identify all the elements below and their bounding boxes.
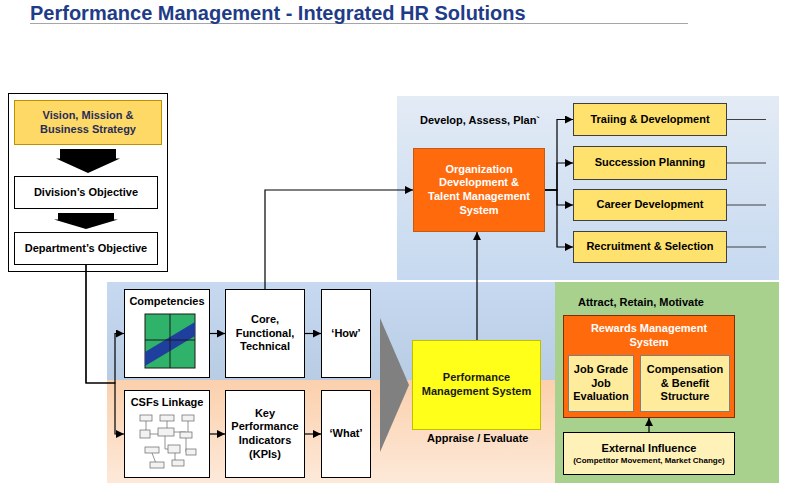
block-arrow [56,149,120,173]
node-text: Performance Management System [417,371,536,399]
attract-panel-ground [555,282,779,483]
develop-panel-ground [397,96,779,280]
objective-box: Department’s Objective [14,232,158,265]
merge-chevron [380,318,409,452]
connector-arrow [210,333,225,334]
strategy-box: Vision, Mission & Business Strategy [14,100,162,145]
input-box: CSFs Linkage [124,390,210,478]
node-text: ‘How’ [331,327,360,341]
stage-label: Appraise / Evaluate [427,432,529,444]
block-arrow [54,213,118,229]
strategy-frame [9,94,168,272]
connector-arrow [305,433,321,434]
connector-arrow [86,265,124,434]
node-subtext: (Competitor Movement, Market Change) [573,456,725,466]
connector-arrow [648,418,649,432]
connector-arrow [210,433,225,434]
node-text: Compensation & Benefit Structure [645,363,725,404]
box-ground [124,289,210,378]
box-ground [124,390,210,478]
output-box: ‘What’ [321,390,371,478]
connector-arrow [476,232,477,340]
outflow-lines [727,120,766,248]
influence-box: External Influence(Competitor Movement, … [563,432,735,475]
process-box: Traiing & Development [573,103,727,136]
node-text: External Influence [602,442,697,456]
node-text: Key Performance Indicators (KPIs) [229,407,301,462]
page-title: Performance Management - Integrated HR S… [30,2,526,25]
node-text: Recruitment & Selection [586,240,713,254]
node-text: CSFs Linkage [131,396,204,410]
process-box: Succession Planning [573,146,727,180]
connector-arrow [86,265,124,383]
node-text: Succession Planning [595,156,706,170]
node-text: Rewards Management System [590,322,708,350]
connector-arrow [265,190,413,289]
node-text: Career Development [597,198,704,212]
node-text: Develop, Assess, Plan` [420,114,540,128]
node-text: Core, Functional, Technical [229,313,301,354]
system-box: Organization Development & Talent Manage… [413,148,545,232]
connector-arrow [545,190,573,247]
connector-arrow [305,333,321,334]
component-box: Compensation & Benefit Structure [640,355,730,412]
attract-panel: Attract, Retain, MotivateRewards Managem… [555,282,779,483]
system-box: Rewards Management SystemJob Grade Job E… [563,315,735,418]
node-text: ‘What’ [330,427,363,441]
process-box: Core, Functional, Technical [225,289,305,378]
node-text: Division’s Objective [34,186,138,200]
objective-box: Division’s Objective [14,176,158,209]
system-box: Performance Management System [412,340,541,430]
connector-arrow [545,163,573,190]
process-box: Recruitment & Selection [573,231,727,263]
output-box: ‘How’ [321,289,371,378]
competency-icon [145,314,195,368]
node-text: Traiing & Development [590,113,709,127]
node-text: Organization Development & Talent Manage… [422,163,536,218]
develop-panel: Develop, Assess, Plan` Organization Devel… [397,96,779,280]
node-text: Job Grade Job Evaluation [573,363,629,404]
node-text: Competencies [129,295,204,309]
process-box: Key Performance Indicators (KPIs) [225,390,305,478]
input-box: Competencies [124,289,210,378]
csf-network-icon [140,415,196,468]
connector-arrow [545,190,573,205]
connector-arrow [545,120,573,191]
node-text: Attract, Retain, Motivate [578,296,704,310]
node-text: Department’s Objective [25,242,147,256]
component-box: Job Grade Job Evaluation [568,355,634,412]
process-box: Career Development [573,189,727,221]
node-text: Vision, Mission & Business Strategy [29,109,147,137]
